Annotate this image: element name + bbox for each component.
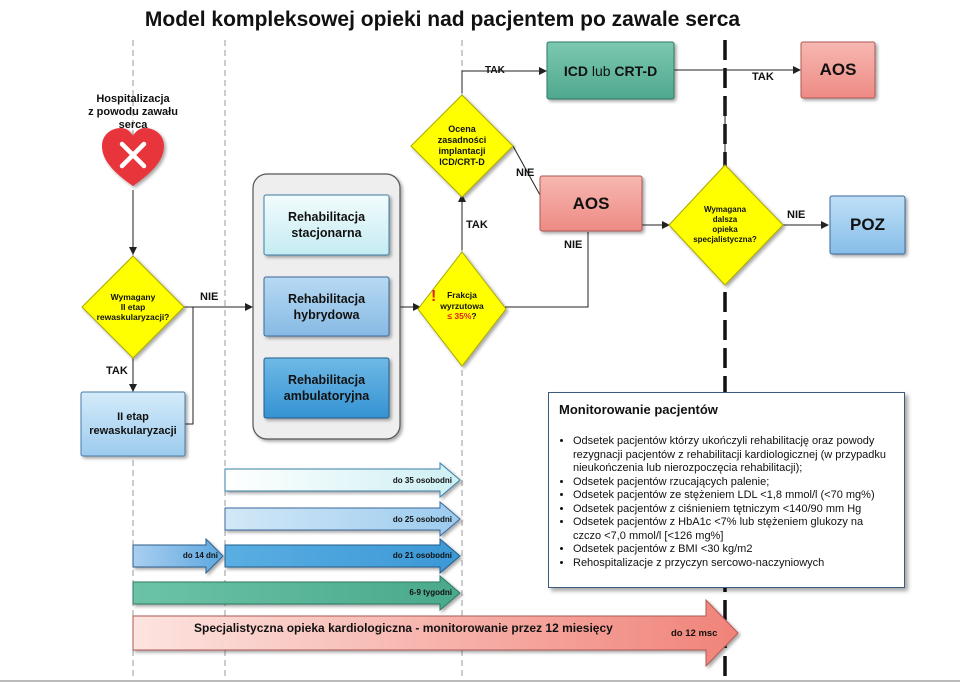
icd-nie-label: NIE [516, 167, 535, 179]
aos-middle-text: AOS [572, 193, 610, 213]
monitoring-title: Monitorowanie pacjentów [559, 402, 718, 417]
revasc-stage-text: II etap rewaskularyzacji [89, 411, 177, 437]
hospitalization-label: Hospitalizacja z powodu zawału serca [88, 92, 178, 131]
crtd-label: CRT-D [614, 62, 658, 79]
edge-revstage-to-rehab [185, 307, 194, 425]
ef-tak-label: TAK [466, 219, 488, 231]
revasc-question-text: Wymagany II etap rewaskularyzacji? [96, 292, 170, 322]
ef-question-text: ! Frakcja wyrzutowa ≤ 35%? [431, 288, 492, 322]
aos-top-text: AOS [819, 60, 857, 79]
aos-top-box [800, 41, 876, 99]
monitoring-item: Odsetek pacjentów z ciśnieniem tętniczym… [573, 503, 894, 517]
ef-line-3-wrap: ≤ 35%? [432, 311, 492, 322]
rehab-stationary-text: Rehabilitacja stacjonarna [287, 210, 366, 240]
rehab-hybrid-text: Rehabilitacja hybrydowa [287, 291, 366, 322]
poz-box [829, 195, 906, 255]
broken-heart-icon [102, 128, 164, 186]
monitoring-item: Odsetek pacjentów którzy ukończyli rehab… [573, 435, 894, 476]
ef-line-2: wyrzutowa [440, 300, 484, 311]
monitoring-item: Odsetek pacjentów ze stężeniem LDL <1,8 … [573, 489, 894, 503]
monitoring-list: Odsetek pacjentów którzy ukończyli rehab… [559, 435, 894, 570]
revasc-tak-label: TAK [106, 365, 128, 377]
monitoring-item: Odsetek pacjentów z HbA1c <7% lub stężen… [573, 516, 894, 543]
aos-nie-label: NIE [564, 239, 583, 251]
ef-threshold: ≤ 35% [447, 311, 472, 321]
specialist-nie-label: NIE [787, 209, 806, 221]
icd-tak-label: TAK [485, 65, 505, 76]
edge-icd-nie [512, 145, 541, 196]
icd-question-text: Ocena zasadności implantacji ICD/CRT-D [437, 124, 487, 167]
edge-icd-tak [461, 67, 547, 93]
monitoring-12-months-arrow [132, 598, 739, 668]
bar-25-osobodni [224, 500, 461, 538]
specialist-question-diamond [668, 164, 784, 286]
specialist-question-text: Wymagana dalsza opieka specjalistyczna? [693, 205, 757, 244]
big-arrow-label: Specjalistyczna opieka kardiologiczna - … [194, 621, 613, 635]
big-arrow-end-label: do 12 msc [671, 628, 718, 639]
icd-box-text: ICD lub CRT-D [547, 42, 674, 99]
revasc-question-diamond [81, 255, 185, 359]
alert-exclamation-icon: ! [431, 288, 437, 305]
revasc-stage-box [80, 391, 186, 457]
icdbox-tak-label: TAK [752, 71, 774, 83]
bar-35-osobodni [224, 461, 461, 499]
ef-question-diamond [417, 251, 507, 367]
rehab-stationary-box [263, 194, 390, 256]
bar-21-osobodni [224, 537, 461, 575]
rehab-ambulatory-box [263, 357, 390, 419]
ef-question-mark: ? [471, 311, 477, 321]
ef-line-1: Frakcja [447, 290, 477, 300]
page-title: Model kompleksowej opieki nad pacjentem … [144, 8, 741, 31]
bar-6-9-tygodni [132, 574, 461, 612]
bar-25-label: do 25 osobodni [392, 515, 452, 524]
rehab-ambulatory-text: Rehabilitacja ambulatoryjna [283, 373, 370, 403]
bar-35-label: do 35 osobodni [392, 476, 452, 485]
icd-question-diamond [410, 94, 514, 198]
bar-21-label: do 21 osobodni [392, 551, 452, 560]
edge-ef-nie [505, 232, 589, 308]
icd-label: ICD [563, 62, 588, 79]
poz-text: POZ [850, 215, 885, 234]
icd-or-label: lub [587, 62, 615, 79]
monitoring-item: Odsetek pacjentów z BMI <30 kg/m2 [573, 543, 894, 557]
icd-box [546, 41, 675, 100]
bar-6-9-label: 6-9 tygodni [409, 588, 452, 597]
bar-14-dni [132, 537, 224, 575]
revasc-nie-label: NIE [200, 291, 219, 303]
monitoring-item: Rehospitalizacje z przyczyn sercowo-nacz… [573, 557, 894, 571]
aos-middle-box [539, 175, 643, 232]
bar-14-label: do 14 dni [182, 551, 218, 560]
rehab-hybrid-box [263, 276, 390, 337]
monitoring-panel: Monitorowanie pacjentów Odsetek pacjentó… [548, 392, 905, 588]
monitoring-item: Odsetek pacjentów rzucających palenie; [573, 476, 894, 490]
